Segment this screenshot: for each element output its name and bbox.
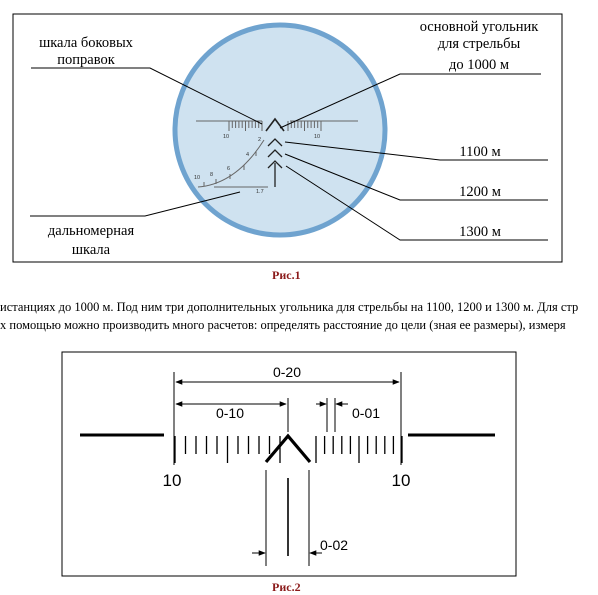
label-1300: 1300 м — [459, 224, 501, 240]
label-rangefinder-1: дальномерная — [48, 223, 135, 239]
dim-label-001: 0-01 — [352, 405, 380, 421]
figure-2-frame — [61, 351, 517, 577]
label-main-chevron-3: до 1000 м — [449, 57, 509, 73]
label-main-chevron-2: для стрельбы — [438, 36, 521, 52]
label-rangefinder-2: шкала — [72, 242, 111, 258]
side-correction-scale — [196, 120, 358, 131]
dim-label-010: 0-10 — [216, 405, 244, 421]
side-scale-ticks — [174, 436, 403, 463]
label-1200: 1200 м — [459, 184, 501, 200]
rf-tick-2: 2 — [258, 137, 261, 143]
main-chevron — [265, 117, 285, 132]
figure-2: 0-20 0-10 0-01 0-02 10 10 — [61, 351, 517, 577]
chevron-1200 — [267, 149, 283, 158]
chevron-1100 — [267, 138, 283, 147]
dim-label-002: 0-02 — [320, 537, 348, 553]
figure-1: 10 8 6 4 2 1.7 10 10 шкала боковых попра… — [12, 13, 563, 263]
leader-lines — [30, 67, 548, 241]
label-side-corrections-2: поправок — [57, 52, 115, 68]
rangefinder-scale — [197, 139, 268, 188]
label-side-corrections-1: шкала боковых — [39, 35, 134, 51]
figure-1-caption: Рис.1 — [272, 268, 301, 282]
fig2-main-chevron — [264, 433, 312, 464]
rf-subscript: 1.7 — [256, 189, 264, 195]
rf-tick-10: 10 — [194, 175, 200, 181]
figure-2-caption: Рис.2 — [272, 580, 301, 594]
rf-tick-8: 8 — [210, 172, 213, 178]
label-1100: 1100 м — [459, 144, 500, 160]
rf-tick-4: 4 — [246, 152, 249, 158]
chevron-1300 — [267, 160, 283, 169]
side-scale-right-10: 10 — [314, 134, 320, 140]
fig2-scale-left-10: 10 — [163, 471, 182, 490]
side-scale-left-10: 10 — [223, 134, 229, 140]
rf-tick-6: 6 — [227, 166, 230, 172]
dim-label-020: 0-20 — [273, 364, 301, 380]
scope-circle — [172, 22, 388, 238]
paragraph-line-1: истанциях до 1000 м. Под ним три дополни… — [0, 300, 579, 314]
extension-lines — [173, 372, 402, 465]
label-main-chevron-1: основной угольник — [420, 19, 540, 35]
paragraph-line-2: х помощью можно производить много расчет… — [0, 318, 566, 332]
fig2-scale-right-10: 10 — [392, 471, 411, 490]
